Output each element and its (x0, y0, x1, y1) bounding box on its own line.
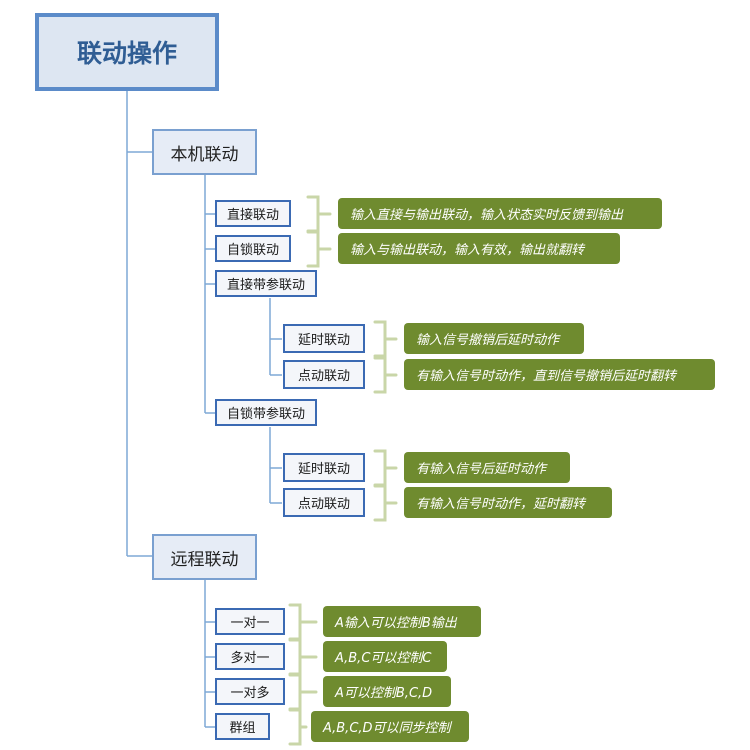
connector-root (126, 91, 152, 557)
note-group: A,B,C,D可以同步控制 (311, 711, 469, 742)
bracket-group (288, 708, 308, 746)
bracket-selflock (306, 230, 332, 268)
bracket-dp-delay (373, 320, 398, 358)
node-selflock-linkage: 自锁联动 (215, 235, 292, 262)
node-local-linkage: 本机联动 (152, 129, 257, 175)
note-brackets (288, 195, 398, 746)
root-node: 联动操作 (35, 13, 219, 91)
connector-direct-param (269, 298, 282, 376)
note-sp-jog: 有输入信号时动作，延时翻转 (404, 487, 612, 518)
note-many-to-one: A,B,C可以控制C (323, 641, 447, 672)
note-one-to-one: A输入可以控制B输出 (323, 606, 481, 637)
node-one-to-one: 一对一 (215, 608, 285, 635)
note-one-to-many: A可以控制B,C,D (323, 676, 451, 707)
bracket-sp-jog (373, 484, 398, 522)
node-many-to-one: 多对一 (215, 643, 285, 670)
node-direct-param-linkage: 直接带参联动 (215, 270, 318, 297)
node-dp-delay: 延时联动 (283, 324, 365, 353)
node-sp-delay: 延时联动 (283, 453, 365, 482)
bracket-direct (306, 195, 332, 233)
node-one-to-many: 一对多 (215, 678, 285, 705)
node-group: 群组 (215, 713, 270, 740)
bracket-one-to-many (288, 673, 318, 711)
bracket-dp-jog (373, 356, 398, 394)
connector-remote (204, 579, 215, 728)
node-selflock-param-linkage: 自锁带参联动 (215, 399, 318, 426)
note-selflock: 输入与输出联动，输入有效，输出就翻转 (338, 233, 620, 264)
connector-selflock-param (269, 427, 282, 504)
note-sp-delay: 有输入信号后延时动作 (404, 452, 570, 483)
note-dp-delay: 输入信号撤销后延时动作 (404, 323, 584, 354)
note-direct: 输入直接与输出联动，输入状态实时反馈到输出 (338, 198, 662, 229)
note-dp-jog: 有输入信号时动作，直到信号撤销后延时翻转 (404, 359, 715, 390)
node-direct-linkage: 直接联动 (215, 200, 292, 227)
tree-connectors (126, 91, 282, 728)
connector-local (204, 175, 215, 414)
bracket-sp-delay (373, 449, 398, 487)
bracket-many-to-one (288, 638, 318, 676)
node-remote-linkage: 远程联动 (152, 534, 257, 580)
node-sp-jog: 点动联动 (283, 488, 365, 517)
bracket-one-to-one (288, 603, 318, 641)
node-dp-jog: 点动联动 (283, 360, 365, 389)
